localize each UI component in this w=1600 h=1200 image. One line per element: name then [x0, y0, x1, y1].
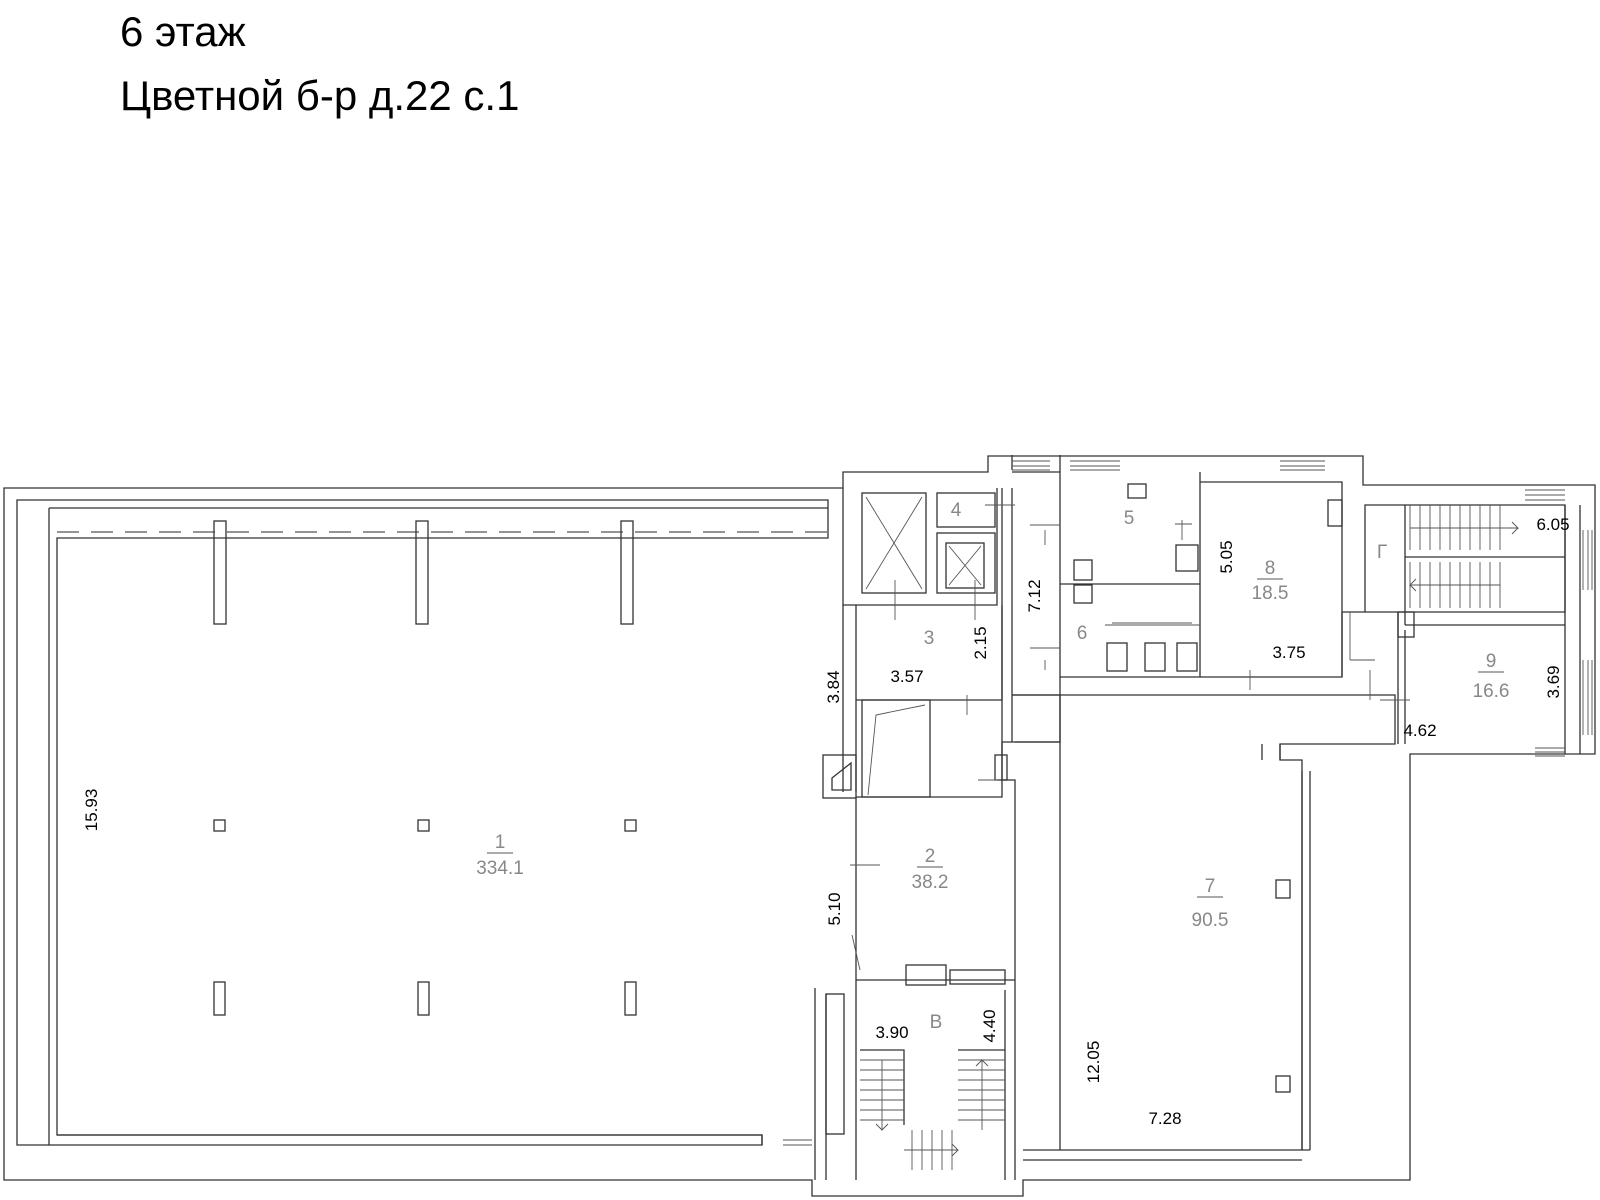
windows — [783, 460, 1593, 1146]
dimension-3-57: 3.57 — [890, 667, 923, 686]
wc-block-walls — [1011, 455, 1343, 743]
floor-title: 6 этаж — [120, 8, 246, 55]
dimension-6-05: 6.05 — [1536, 515, 1569, 534]
room-label-g: Г — [1377, 542, 1387, 563]
stair-g — [1341, 504, 1581, 754]
dimension-7-12: 7.12 — [1025, 579, 1044, 612]
room-label-9: 9 16.6 — [1473, 651, 1510, 702]
dimension-4-40: 4.40 — [980, 1009, 999, 1042]
room-label-8: 8 18.5 — [1252, 558, 1289, 604]
svg-text:8: 8 — [1265, 558, 1276, 579]
dimension-3-69: 3.69 — [1544, 665, 1563, 698]
outer-walls — [3, 455, 1596, 1197]
svg-text:334.1: 334.1 — [476, 858, 524, 879]
dimension-3-84: 3.84 — [824, 670, 843, 703]
columns — [213, 520, 637, 1016]
core-walls — [822, 488, 1013, 799]
room-label-v: В — [930, 1012, 943, 1033]
doors — [850, 504, 1410, 866]
dimension-15-93: 15.93 — [82, 789, 101, 832]
room-label-7: 7 90.5 — [1192, 876, 1229, 931]
svg-text:9: 9 — [1486, 651, 1497, 672]
svg-text:38.2: 38.2 — [912, 872, 949, 893]
room-label-4: 4 — [951, 500, 962, 521]
dimension-2-15: 2.15 — [971, 626, 990, 659]
room-7-walls — [1015, 694, 1396, 1150]
dimension-3-90: 3.90 — [875, 1023, 908, 1042]
dimension-4-62: 4.62 — [1403, 721, 1436, 740]
room-label-3: 3 — [924, 628, 935, 649]
dimension-5-10: 5.10 — [825, 892, 844, 925]
address-title: Цветной б-р д.22 с.1 — [120, 72, 520, 119]
svg-text:2: 2 — [925, 846, 936, 867]
svg-text:1: 1 — [495, 832, 506, 853]
dimension-3-75: 3.75 — [1272, 643, 1305, 662]
room-label-5: 5 — [1124, 508, 1135, 529]
room-label-6: 6 — [1077, 623, 1088, 644]
dimension-5-05: 5.05 — [1217, 540, 1236, 573]
room-label-1: 1 334.1 — [476, 832, 524, 879]
svg-text:16.6: 16.6 — [1473, 681, 1510, 702]
dimension-12-05: 12.05 — [1084, 1041, 1103, 1084]
svg-text:7: 7 — [1205, 876, 1216, 897]
room-2-walls — [851, 742, 1016, 981]
stair-b — [814, 964, 1016, 1180]
svg-text:18.5: 18.5 — [1252, 583, 1289, 604]
dimension-7-28: 7.28 — [1148, 1109, 1181, 1128]
svg-text:90.5: 90.5 — [1192, 910, 1229, 931]
room-label-2: 2 38.2 — [912, 846, 949, 893]
